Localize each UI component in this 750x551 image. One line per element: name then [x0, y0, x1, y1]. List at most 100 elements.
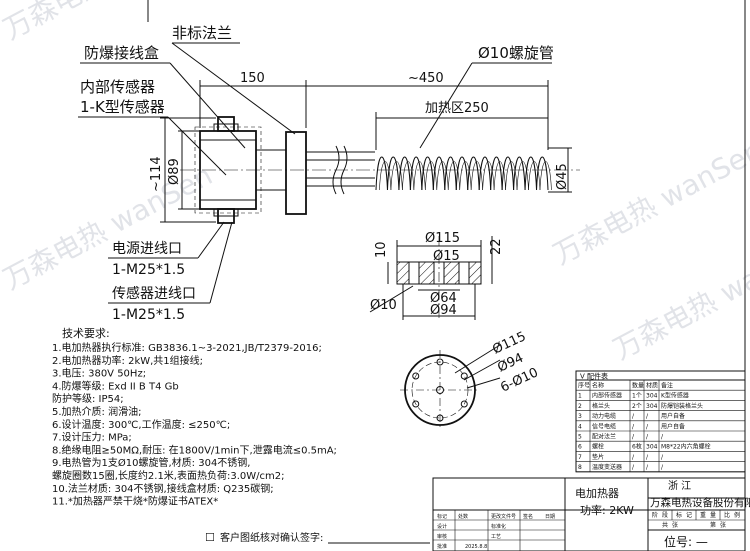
tb-small-label: 张: [672, 521, 678, 529]
tech-line: 4.防爆等级: Exd II B T4 Gb: [52, 379, 179, 392]
bom-cell: /: [661, 464, 664, 471]
coil-turn-back: [459, 161, 472, 191]
tb-power: 功率: 2KW: [580, 503, 634, 517]
bom-title: V 配件表: [580, 372, 608, 381]
tb-small-cells: 阶段标记重量比例共张第张: [648, 510, 745, 529]
front-d115: Ø115: [490, 329, 528, 357]
coil-turn-back: [539, 161, 552, 191]
tb-product: 电加热器: [575, 487, 619, 500]
tb-small-label: 第: [710, 521, 716, 529]
callout-sensor-leader: [167, 116, 227, 176]
bolt-hole: [460, 372, 468, 380]
coil-turn-back: [390, 161, 403, 191]
customer-confirm-label: 客户图纸核对确认签字:: [220, 531, 323, 544]
heater-side-view: [180, 116, 580, 224]
bom-cell: /: [632, 413, 635, 420]
bom-cell: /: [632, 423, 635, 430]
coil-turn-back: [402, 161, 415, 191]
customer-confirm: ☐ 客户图纸核对确认签字:: [205, 531, 430, 544]
flange: [285, 131, 307, 215]
callout-box-leader: [169, 62, 246, 149]
callout-flange-leader: [171, 42, 296, 135]
dim-450: ~450: [408, 71, 444, 86]
bom-cell: /: [646, 423, 649, 430]
watermark-4: 万森电热 wanSen: [608, 228, 750, 366]
dim-150: 150: [240, 71, 265, 86]
callouts: 非标法兰 防爆接线盒 内部传感器 1-K型传感器 Ø10螺旋管 电源进线口 1-…: [78, 24, 554, 323]
front-dim-94-leader: [463, 359, 501, 381]
coil-turn: [478, 156, 492, 191]
coil-turn: [386, 156, 400, 191]
flange-bolt-hole-right: [458, 261, 470, 285]
bom-cell: 3: [578, 413, 582, 420]
bom-cell: /: [646, 434, 649, 441]
bom-cell: 格兰头: [592, 402, 610, 410]
coil-turn-back: [505, 161, 518, 191]
coil-turn-back: [447, 161, 461, 191]
coil-turn-back: [493, 161, 506, 191]
bom-cell: 用户自备: [661, 422, 685, 430]
tb-small-label: 标: [676, 511, 682, 519]
coil-turn: [524, 156, 538, 191]
tb-small-label: 共: [662, 521, 668, 529]
tech-line: 防护等级: IP54;: [52, 392, 124, 405]
bom-cell: 螺栓: [592, 443, 604, 451]
bom-cell: 防爆铠装格兰头: [661, 402, 703, 410]
coil-turn-back: [379, 161, 392, 191]
bom-cell: 2: [578, 403, 582, 410]
bom-cell: /: [646, 454, 649, 461]
tb-label-change: 更改文件号: [491, 513, 516, 520]
tech-line: 6.设计温度: 300℃,工作温度: ≤250℃;: [52, 418, 230, 431]
coil-turn: [455, 156, 469, 191]
gland-bottom-nut: [213, 208, 239, 217]
coil-turn: [536, 156, 549, 191]
tech-line: 3.电压: 380V 50Hz;: [52, 367, 146, 380]
coil-turn: [398, 156, 411, 191]
flange-section: Ø115 Ø15 Ø64 Ø94 Ø10 10 22: [369, 231, 504, 320]
spiral-coil: [375, 156, 552, 191]
bom-cell: /: [632, 454, 635, 461]
tb-small-label: 张: [720, 521, 726, 529]
bom-cell: /: [661, 434, 664, 441]
flange-d22: 22: [489, 238, 504, 255]
tb-label-process: 工艺: [491, 534, 501, 540]
bom-cell: 6枚: [632, 443, 642, 451]
coil-turn: [432, 156, 446, 191]
coil-turn-back: [482, 161, 495, 191]
coil-turn: [421, 156, 434, 191]
tb-small-label: 例: [734, 511, 740, 519]
bom-cell: 304: [646, 403, 658, 410]
coil-turn-back: [528, 161, 541, 191]
tech-line: 2.电加热器功率: 2kW,共1组接线;: [52, 354, 203, 367]
bom-cell: 4: [578, 423, 582, 430]
tb-label-review: 审核: [437, 533, 447, 540]
coil-turn: [490, 156, 503, 191]
tb-label-count: 处数: [458, 513, 468, 520]
callout-power-leader: [197, 221, 225, 259]
callout-coil-leader: [419, 62, 473, 149]
dim-heat-zone: 加热区250: [425, 101, 489, 116]
coil-turn-back: [436, 161, 449, 191]
callout-flange: 非标法兰: [172, 24, 232, 42]
flange-d15: Ø15: [433, 249, 460, 264]
callout-power-inlet-1: 电源进线口: [112, 241, 182, 257]
tb-label-mark: 标记: [437, 513, 447, 520]
tech-line: 1.电加热器执行标准: GB3836.1~3-2021,JB/T2379-201…: [52, 341, 322, 354]
bom-cell: 304: [646, 444, 658, 451]
bom-cell: K型传感器: [661, 392, 689, 400]
bolt-hole: [436, 414, 444, 422]
bolt-hole: [436, 358, 444, 366]
dim-114: ~114: [149, 156, 164, 192]
bom-cell: 6: [578, 444, 582, 451]
bolt-hole: [412, 372, 420, 380]
coil-turn-back: [413, 161, 426, 191]
tech-line: 8.绝缘电阻≥50MΩ,耐压: 在1800V/1min下,泄露电流≤0.5mA;: [52, 443, 337, 456]
coil-turn: [467, 156, 480, 191]
bom-cell: 2个: [632, 403, 642, 410]
dim-45: Ø45: [555, 163, 570, 190]
bom-cell: 垫片: [592, 453, 604, 461]
coil-turn: [375, 156, 388, 191]
bom-cell: /: [646, 413, 649, 420]
